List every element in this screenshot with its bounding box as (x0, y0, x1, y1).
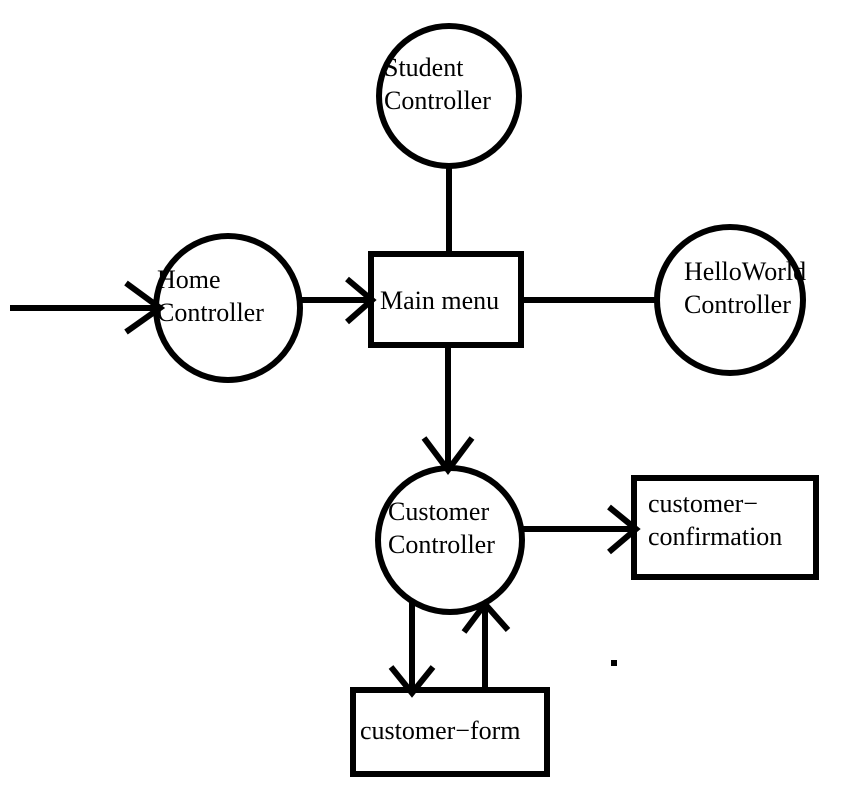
customer-confirmation-box[interactable] (631, 475, 819, 580)
customer-controller-circle[interactable] (375, 465, 525, 615)
customer-form-box[interactable] (350, 687, 550, 777)
edge-home-to-main-menu (299, 276, 377, 325)
edge-entry-to-home (10, 280, 166, 335)
student-controller-circle[interactable] (376, 23, 522, 169)
stray-dot-mark (611, 660, 617, 666)
edge-customer-to-form (388, 601, 436, 698)
home-controller-circle[interactable] (153, 233, 303, 383)
helloworld-controller-circle[interactable] (654, 224, 806, 376)
edge-customer-to-confirmation (521, 504, 641, 555)
edge-form-to-customer (461, 599, 511, 693)
main-menu-box[interactable] (368, 251, 524, 348)
edge-main-menu-to-customer (421, 344, 475, 475)
